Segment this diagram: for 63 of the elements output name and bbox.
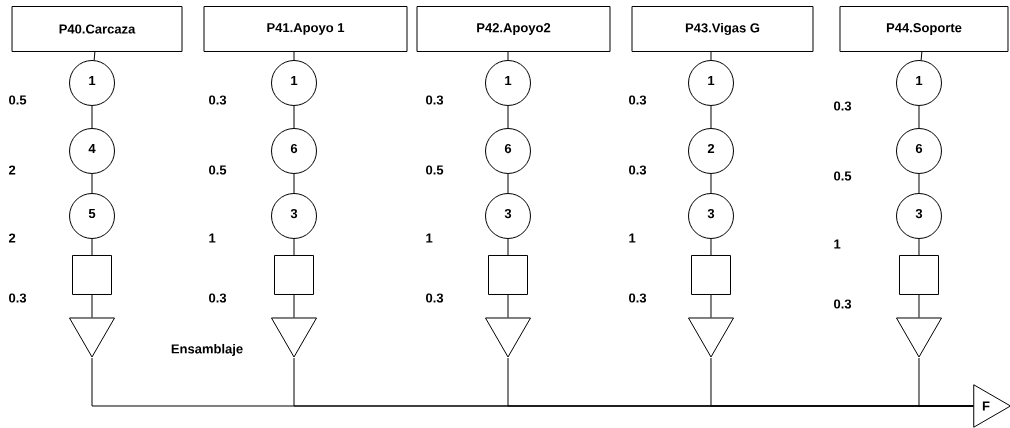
inspection-square [899,255,939,295]
time-value: 0.3 [834,299,852,309]
time-value: 0.3 [209,95,227,105]
time-value: 2 [8,233,16,243]
time-value: 0.3 [426,293,444,303]
connector-line [507,294,509,318]
connector-line [507,105,509,129]
time-value: 0.3 [834,101,852,111]
time-value: 0.3 [209,293,227,303]
connector-line [507,173,509,194]
connector-line [507,51,509,61]
time-value: 0.3 [629,293,647,303]
storage-triangle [688,317,734,358]
inspection-square [691,255,731,295]
time-value: 0.3 [426,95,444,105]
time-value: 0.5 [426,165,444,175]
part-header-box: P42.Apoyo2 [416,6,611,52]
connector-line [918,357,974,407]
connector-line [920,51,923,61]
connector-line [918,105,920,129]
connector-line [293,173,295,194]
connector-line [91,238,93,256]
connector-line [918,294,920,318]
step-label: Ensamblaje [171,343,243,357]
storage-triangle [896,317,942,358]
connector-line [293,105,295,129]
connector-line [293,51,295,61]
connector-line [710,51,712,61]
connector-line [710,173,712,194]
time-value: 1 [426,233,433,243]
connector-line [293,238,295,256]
connector-line [710,105,712,129]
final-triangle: F [973,384,1010,428]
connector-line [91,173,93,194]
connector-line [91,105,93,129]
part-header-box: P40.Carcaza [11,6,183,52]
inspection-square [274,255,314,295]
inspection-square [488,255,528,295]
time-value: 0.3 [629,165,647,175]
time-value: 0.3 [629,95,647,105]
connector-line [293,294,295,318]
part-header-box: P41.Apoyo 1 [203,6,408,52]
time-value: 0.5 [834,171,852,181]
connector-line [91,294,93,318]
connector-line [710,294,712,318]
connector-line [918,173,920,194]
time-value: 0.3 [9,293,27,303]
storage-triangle [271,317,318,358]
time-value: 1 [834,239,841,249]
connector-line [918,238,920,256]
time-value: 1 [629,233,636,243]
time-value: 2 [8,165,16,175]
time-value: 0.5 [209,165,227,175]
connector-line [507,238,509,256]
inspection-square [72,255,112,295]
storage-triangle [69,317,116,358]
connector-line [93,51,96,61]
part-header-box: P43.Vigas G [631,6,814,52]
storage-triangle [485,317,531,358]
part-header-box: P44.Soporte [839,6,1009,52]
time-value: 1 [209,233,216,243]
time-value: 0.5 [9,95,27,105]
connector-line [710,238,712,256]
